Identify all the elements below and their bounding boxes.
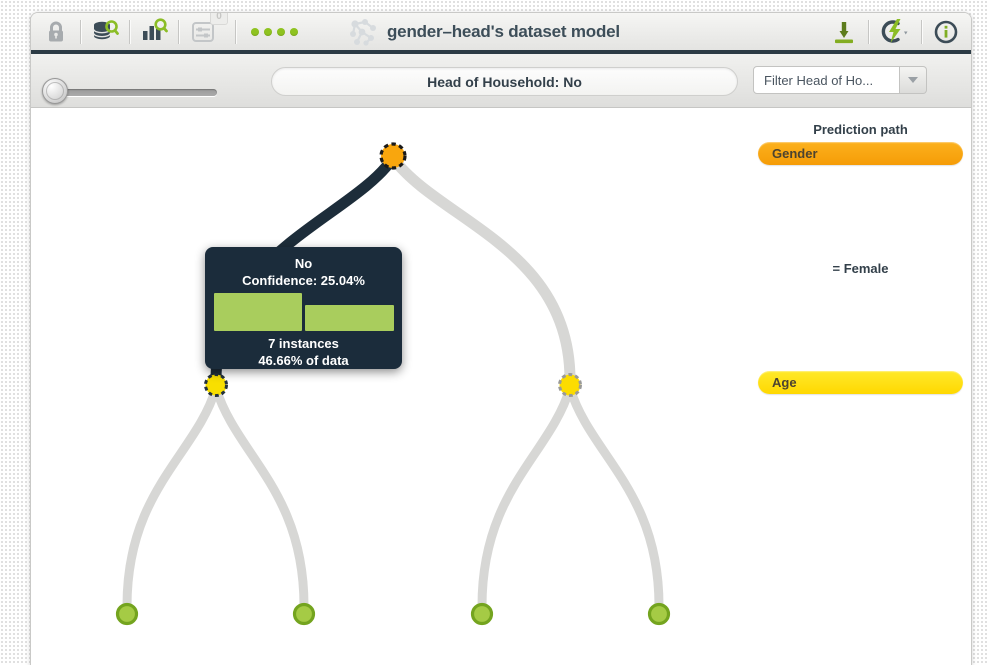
- dataset-search-glyph: [93, 20, 119, 40]
- page-title: gender–head's dataset model: [387, 22, 620, 41]
- branch-left-leaf2: [211, 383, 309, 611]
- green-dot: [290, 27, 298, 36]
- support-slider-handle[interactable]: [42, 78, 68, 104]
- green-dot: [277, 27, 285, 36]
- legend-field-age: Age: [758, 371, 963, 394]
- title-block: gender–head's dataset model: [347, 17, 620, 47]
- filter-dropdown-button[interactable]: [900, 66, 927, 94]
- node-tooltip: No Confidence: 25.04% 7 instances 46.66%…: [205, 247, 402, 369]
- lock-icon-glyph: [49, 21, 63, 41]
- prediction-output-label: Head of Household: No: [427, 73, 582, 90]
- tree-node-left-split[interactable]: [204, 373, 228, 397]
- lock-icon[interactable]: [41, 17, 71, 47]
- tree-node-right-split[interactable]: [558, 373, 582, 397]
- prediction-path-title: Prediction path: [813, 122, 908, 137]
- tooltip-data-percent: 46.66% of data: [258, 353, 349, 368]
- download-icon[interactable]: [829, 17, 859, 47]
- histogram-bar: [304, 305, 394, 331]
- toolbar-separator: [235, 19, 236, 44]
- filter-dropdown-label[interactable]: Filter Head of Ho...: [753, 66, 900, 94]
- legend-gender-label: Gender: [772, 146, 818, 161]
- status-dots-icon[interactable]: [251, 27, 298, 36]
- toolbar-separator: [178, 19, 179, 44]
- download-glyph: [835, 21, 853, 43]
- prediction-output: Head of Household: No: [271, 67, 738, 96]
- toolbar-divider: [31, 50, 971, 54]
- tree-leaf-4[interactable]: [647, 602, 671, 626]
- legend-field-gender: Gender: [758, 142, 963, 165]
- prediction-toolbar: Head of Household: No Filter Head of Ho.…: [31, 54, 971, 108]
- tooltip-prediction: No: [294, 256, 313, 271]
- model-tree-icon: [350, 19, 376, 46]
- green-dot: [251, 27, 259, 36]
- branch-root-right: [387, 152, 576, 386]
- branch-right-leaf2: [565, 383, 664, 611]
- filter-dropdown[interactable]: Filter Head of Ho...: [753, 66, 927, 94]
- filter-config-glyph: [192, 21, 214, 42]
- branch-left-leaf1: [122, 383, 221, 611]
- app-panel: 0 gender–head's dataset model: [30, 12, 972, 665]
- tree-node-root[interactable]: [379, 142, 407, 170]
- chart-search-icon[interactable]: [139, 17, 169, 47]
- tree-leaf-1[interactable]: [115, 602, 139, 626]
- tree-leaf-3[interactable]: [470, 602, 494, 626]
- filter-config-icon[interactable]: 0: [188, 13, 228, 47]
- branch-right-leaf1: [477, 383, 575, 611]
- toolbar-separator: [80, 19, 81, 44]
- chevron-down-icon: [908, 77, 918, 83]
- green-dot: [264, 27, 272, 36]
- actions-glyph: [881, 19, 908, 43]
- info-icon[interactable]: [931, 17, 961, 47]
- main-toolbar: 0 gender–head's dataset model: [31, 13, 971, 50]
- actions-menu-icon[interactable]: [878, 17, 912, 47]
- legend-gender-value: = Female: [832, 261, 889, 276]
- histogram-bar: [214, 293, 302, 331]
- filter-count-badge: 0: [210, 13, 228, 25]
- toolbar-separator: [868, 19, 869, 44]
- toolbar-right-group: [829, 17, 961, 47]
- support-slider-track[interactable]: [49, 89, 217, 96]
- tooltip-histogram: [214, 292, 394, 331]
- tooltip-instances: 7 instances: [268, 336, 339, 351]
- toolbar-separator: [921, 19, 922, 44]
- dataset-search-icon[interactable]: [90, 17, 120, 47]
- legend-age-label: Age: [772, 375, 797, 390]
- tooltip-confidence: Confidence: 25.04%: [242, 273, 365, 288]
- info-glyph: [934, 20, 958, 43]
- chart-search-glyph: [143, 18, 168, 40]
- toolbar-separator: [129, 19, 130, 44]
- tree-leaf-2[interactable]: [292, 602, 316, 626]
